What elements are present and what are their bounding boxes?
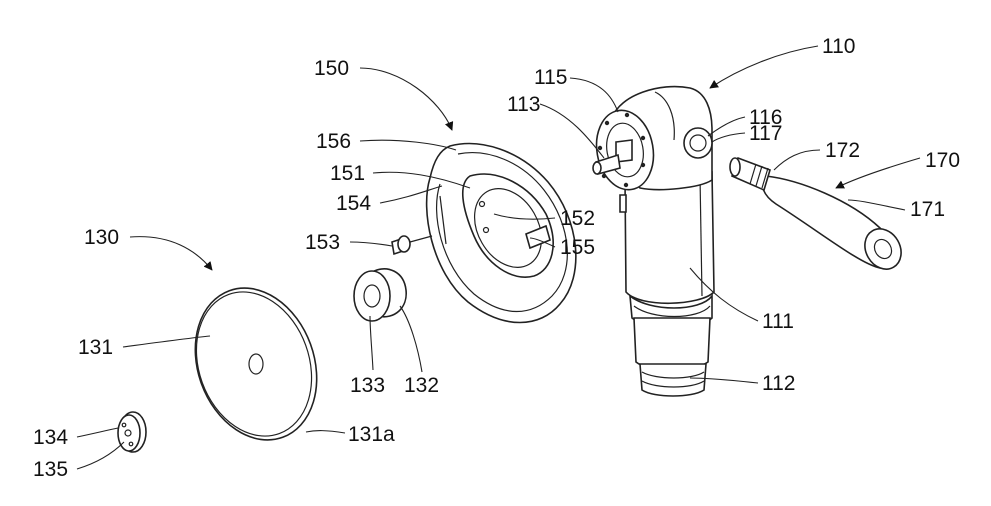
label-110: 110 — [822, 35, 855, 58]
arrow-110 — [710, 46, 818, 88]
label-135: 135 — [33, 458, 68, 481]
spacer-ring — [354, 269, 406, 321]
label-131a: 131a — [348, 423, 395, 446]
label-133: 133 — [350, 374, 385, 397]
label-117: 117 — [749, 122, 782, 145]
arrow-170 — [836, 158, 920, 188]
label-171: 171 — [910, 198, 945, 221]
arrow-130 — [130, 237, 212, 270]
label-153: 153 — [305, 231, 340, 254]
label-170: 170 — [925, 149, 960, 172]
guard-screw — [392, 236, 432, 254]
grinder-body-assembly — [590, 87, 714, 396]
label-151: 151 — [330, 162, 365, 185]
lock-nut — [118, 412, 146, 452]
label-131: 131 — [78, 336, 113, 359]
label-112: 112 — [762, 372, 795, 395]
end-cap — [640, 364, 706, 396]
label-150: 150 — [314, 57, 349, 80]
label-154: 154 — [336, 192, 371, 215]
label-134: 134 — [33, 426, 68, 449]
label-172: 172 — [825, 139, 860, 162]
label-113: 113 — [507, 93, 540, 116]
side-handle — [730, 158, 908, 276]
arrow-150 — [360, 68, 452, 130]
label-152: 152 — [560, 207, 595, 230]
side-boss — [684, 128, 712, 158]
label-115: 115 — [534, 66, 567, 89]
label-132: 132 — [404, 374, 439, 397]
label-155: 155 — [560, 236, 595, 259]
body-lower-housing — [634, 318, 710, 370]
label-156: 156 — [316, 130, 351, 153]
label-111: 111 — [762, 310, 794, 333]
grinding-wheel — [175, 271, 337, 457]
wheel-guard — [427, 144, 576, 323]
label-130: 130 — [84, 226, 119, 249]
